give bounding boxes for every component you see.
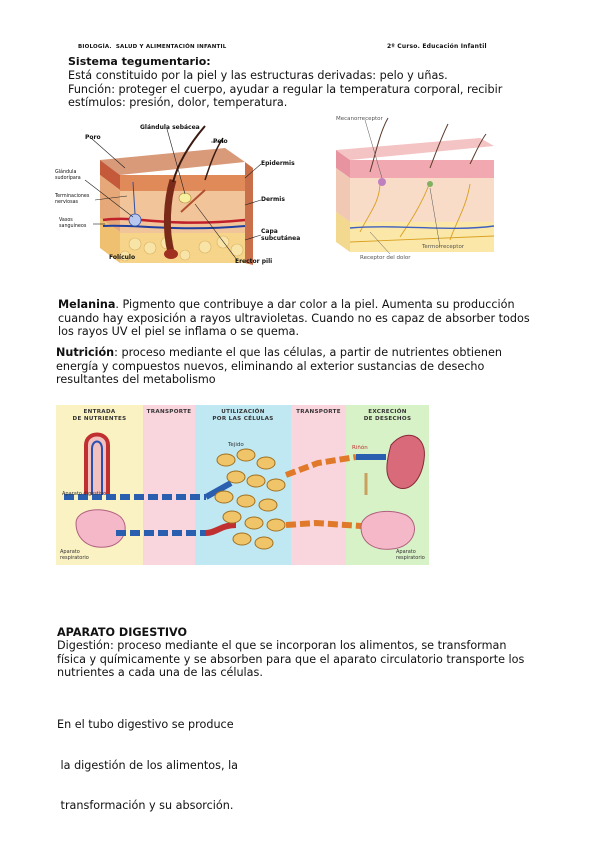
column-transporte-2: TRANSPORTE <box>291 405 346 565</box>
tegumentario-text: Está constituido por la piel y las estru… <box>68 69 568 110</box>
column-heading: TRANSPORTE <box>146 409 192 415</box>
tubo-line: transformación y su absorción. <box>57 799 234 812</box>
tegumentario-line: Función: proteger el cuerpo, ayudar a re… <box>68 82 503 96</box>
melanina-term: Melanina <box>58 298 116 311</box>
column-heading: ENTRADA <box>83 409 116 415</box>
column-heading: POR LAS CÉLULAS <box>212 416 274 422</box>
digestivo-line: nutrientes a cada una de las células. <box>57 666 263 679</box>
label-foliculo: Folículo <box>109 254 136 261</box>
tegumentario-line: Está constituido por la piel y las estru… <box>68 69 448 82</box>
skin-diagram-left: Poro Glándula sebácea Pelo Glándula sudo… <box>55 120 310 270</box>
label-pelo: Pelo <box>213 138 228 145</box>
column-heading: DE DESECHOS <box>363 416 412 422</box>
header-course: 2º Curso. Educación Infantil <box>387 43 487 50</box>
label-dermis: Dermis <box>261 196 285 203</box>
label-aparato-respiratorio-right: Aparato respiratorio <box>396 549 425 561</box>
header-title: SALUD Y ALIMENTACIÓN INFANTIL <box>115 44 227 50</box>
digestivo-line: física y químicamente y se absorben para… <box>57 652 525 666</box>
tubo-line: la digestión de los alimentos, la <box>57 758 239 772</box>
melanina-paragraph: Melanina. Pigmento que contribuye a dar … <box>58 298 578 339</box>
skin-receptors-illustration <box>336 117 495 255</box>
label-glandula-sudoripara: Glándula sudorípara <box>55 170 81 181</box>
skin-diagram-right: Mecanorreceptor Termorreceptor Receptor … <box>330 112 500 267</box>
column-heading: EXCRECIÓN <box>368 409 407 415</box>
label-epidermis: Epidermis <box>261 160 295 167</box>
label-aparato-respiratorio-left: Aparato respiratorio <box>60 549 89 561</box>
nutricion-paragraph: Nutrición: proceso mediante el que las c… <box>56 346 576 387</box>
melanina-line: cuando hay exposición a rayos ultraviole… <box>58 311 530 325</box>
label-mecanorreceptor: Mecanorreceptor <box>336 116 383 122</box>
label-glandula-sebacea: Glándula sebácea <box>140 124 200 131</box>
nutrition-flow-illustration <box>64 432 425 550</box>
tubo-line: En el tubo digestivo se produce <box>57 718 234 731</box>
nutricion-line: energía y compuestos nuevos, eliminando … <box>56 359 485 373</box>
label-poro: Poro <box>85 134 101 141</box>
label-vasos: Vasos sanguíneos <box>59 218 87 229</box>
column-heading: DE NUTRIENTES <box>72 416 127 422</box>
nutricion-line: : proceso mediante el que las células, a… <box>114 346 502 359</box>
label-capa-subcutanea: Capa subcutánea <box>261 228 301 242</box>
label-aparato-digestivo: Aparato digestivo <box>62 491 107 497</box>
label-terminaciones: Terminaciones nerviosas <box>55 194 90 205</box>
tegumentario-title: Sistema tegumentario: <box>68 55 211 68</box>
label-receptor-dolor: Receptor del dolor <box>360 255 411 261</box>
column-transporte-1: TRANSPORTE <box>143 405 195 565</box>
nutricion-line: resultantes del metabolismo <box>56 373 216 386</box>
tegumentario-line: estímulos: presión, dolor, temperatura. <box>68 96 288 109</box>
label-erector-pili: Erector pili <box>235 258 273 265</box>
header-left: BIOLOGÍA. SALUD Y ALIMENTACIÓN INFANTIL <box>78 44 226 50</box>
label-rinon: Riñón <box>352 445 368 451</box>
column-heading: TRANSPORTE <box>296 409 341 415</box>
label-tejido: Tejido <box>228 442 244 448</box>
header-subject: BIOLOGÍA. <box>78 44 112 50</box>
tubo-digestivo-text: En el tubo digestivo se produce la diges… <box>57 691 357 826</box>
digestivo-text: Digestión: proceso mediante el que se in… <box>57 639 582 680</box>
digestivo-line: Digestión: proceso mediante el que se in… <box>57 639 507 652</box>
skin-cross-section-illustration <box>84 125 262 265</box>
label-termorreceptor: Termorreceptor <box>422 244 465 250</box>
column-heading: UTILIZACIÓN <box>221 409 265 415</box>
melanina-line: . Pigmento que contribuye a dar color a … <box>115 298 515 311</box>
melanina-line: los rayos UV el piel se inflama o se que… <box>58 325 300 338</box>
nutricion-term: Nutrición <box>56 346 115 359</box>
digestivo-title: APARATO DIGESTIVO <box>57 626 188 639</box>
